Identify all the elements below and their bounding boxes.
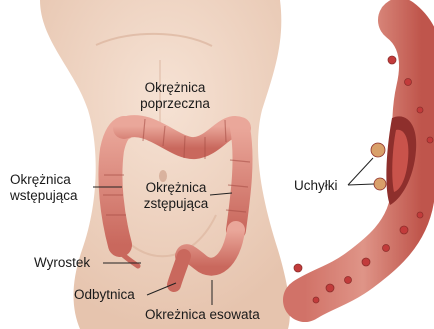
label-diverticula: Uchyłki bbox=[294, 178, 338, 194]
zoomed-colon bbox=[294, 20, 433, 303]
label-descending-line2: zstępująca bbox=[136, 196, 216, 212]
label-descending-line1: Okrężnica bbox=[136, 180, 216, 196]
label-ascending-line2: wstępująca bbox=[10, 188, 78, 204]
label-rectum: Odbytnica bbox=[74, 287, 135, 303]
label-transverse-line2: poprzeczna bbox=[130, 96, 220, 112]
label-ascending-line1: Okrężnica bbox=[10, 172, 78, 188]
label-sigmoid-colon: Okreżnica esowata bbox=[145, 307, 260, 323]
descending-colon bbox=[236, 128, 243, 230]
label-transverse-line1: Okrężnica bbox=[130, 80, 220, 96]
label-transverse-colon: Okrężnica poprzeczna bbox=[130, 80, 220, 112]
rectum bbox=[174, 256, 184, 285]
label-appendix: Wyrostek bbox=[34, 255, 90, 271]
label-ascending-colon: Okrężnica wstępująca bbox=[10, 172, 78, 204]
label-descending-colon: Okrężnica zstępująca bbox=[136, 180, 216, 212]
